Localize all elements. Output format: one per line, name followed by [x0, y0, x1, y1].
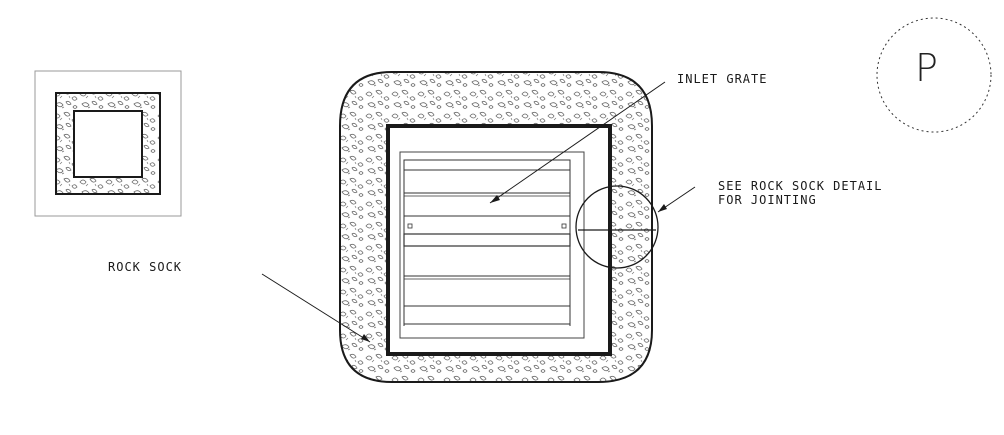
main-plan-view	[339, 71, 659, 383]
small-inlet-opening	[73, 110, 143, 178]
small-outer-frame	[34, 70, 182, 217]
detail-symbol-circle	[876, 17, 992, 133]
inlet-grate-label: INLET GRATE	[677, 72, 767, 86]
inlet-grate-arrowhead	[490, 195, 500, 203]
small-plan-view	[34, 70, 182, 217]
see-detail-label-line1: SEE ROCK SOCK DETAIL	[718, 179, 883, 193]
joint-detail-circle	[575, 185, 659, 269]
rock-sock-arrowhead	[361, 334, 370, 342]
inlet-grate-leader	[489, 81, 666, 204]
detail-symbol: P	[876, 17, 992, 133]
grate-frame	[399, 151, 585, 339]
rock-sock-label: ROCK SOCK	[108, 260, 182, 274]
see-detail-label-line2: FOR JOINTING	[718, 193, 817, 207]
rock-sock-leader	[261, 273, 371, 343]
detail-symbol-letter: P	[915, 46, 938, 90]
inlet-box	[386, 124, 612, 356]
rock-sock-detail-arrowhead	[658, 204, 667, 212]
leader-arrowheads	[361, 195, 667, 342]
inlet-grate	[403, 159, 571, 326]
